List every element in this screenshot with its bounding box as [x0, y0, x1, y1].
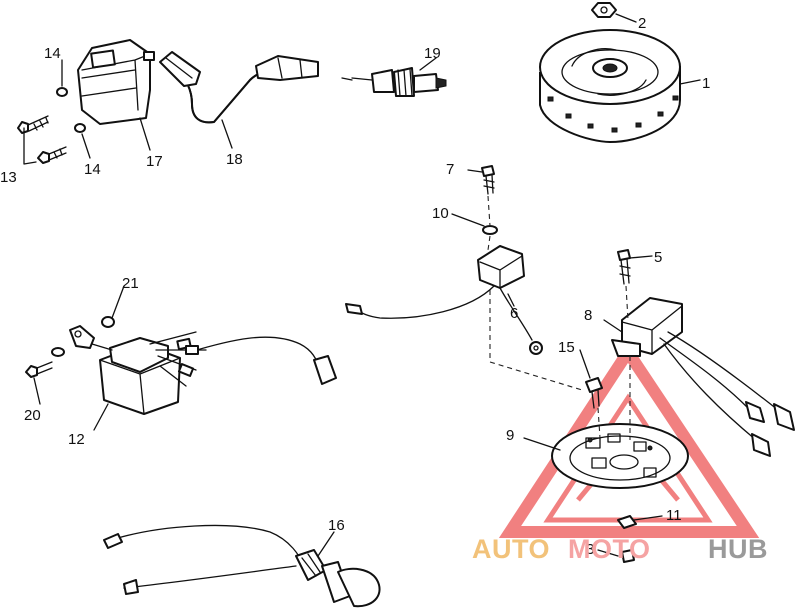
high-tension-lead — [159, 51, 319, 124]
callout-8: 8 — [584, 307, 592, 324]
watermark-hub: HUB — [708, 534, 768, 564]
callout-9: 9 — [506, 427, 514, 444]
watermark-moto: MOTO — [568, 534, 651, 564]
pulser-screw — [481, 165, 498, 235]
callout-16: 16 — [328, 517, 345, 534]
stator-base — [551, 423, 689, 489]
callout-20: 20 — [24, 407, 41, 424]
callout-1: 1 — [702, 75, 710, 92]
callout-7: 7 — [446, 161, 454, 178]
callout-14-top: 14 — [44, 45, 61, 62]
callout-3: 3 — [586, 541, 594, 558]
charge-coil-screw — [617, 249, 631, 285]
callout-labels: 2 1 14 13 14 17 18 19 7 10 5 6 8 15 9 11… — [0, 15, 710, 558]
watermark-auto: AUTO — [472, 534, 550, 564]
callout-17: 17 — [146, 153, 163, 170]
pulser-coil — [345, 245, 543, 355]
callout-15: 15 — [558, 339, 575, 356]
cdi-unit — [25, 316, 337, 415]
leader-lines — [23, 13, 701, 557]
assembly-lines — [487, 195, 631, 440]
coil-screws — [17, 87, 86, 164]
callout-18: 18 — [226, 151, 243, 168]
watermark-text: AUTO MOTO HUB — [472, 534, 768, 564]
callout-19: 19 — [424, 45, 441, 62]
callout-21: 21 — [122, 275, 139, 292]
charge-coil — [611, 297, 795, 457]
spark-plug — [351, 67, 447, 97]
base-small-screw — [621, 549, 635, 563]
clamp — [617, 515, 637, 529]
callout-2: 2 — [638, 15, 646, 32]
stop-switch — [103, 524, 381, 608]
flywheel — [539, 29, 681, 143]
callout-6: 6 — [510, 305, 518, 322]
callout-10: 10 — [432, 205, 449, 222]
callout-14-bottom: 14 — [84, 161, 101, 178]
ignition-coil — [77, 39, 155, 125]
callout-12: 12 — [68, 431, 85, 448]
base-screw — [585, 377, 603, 409]
callout-13: 13 — [0, 169, 17, 186]
callout-11: 11 — [666, 507, 682, 524]
callout-5: 5 — [654, 249, 662, 266]
flywheel-nut — [591, 2, 617, 18]
